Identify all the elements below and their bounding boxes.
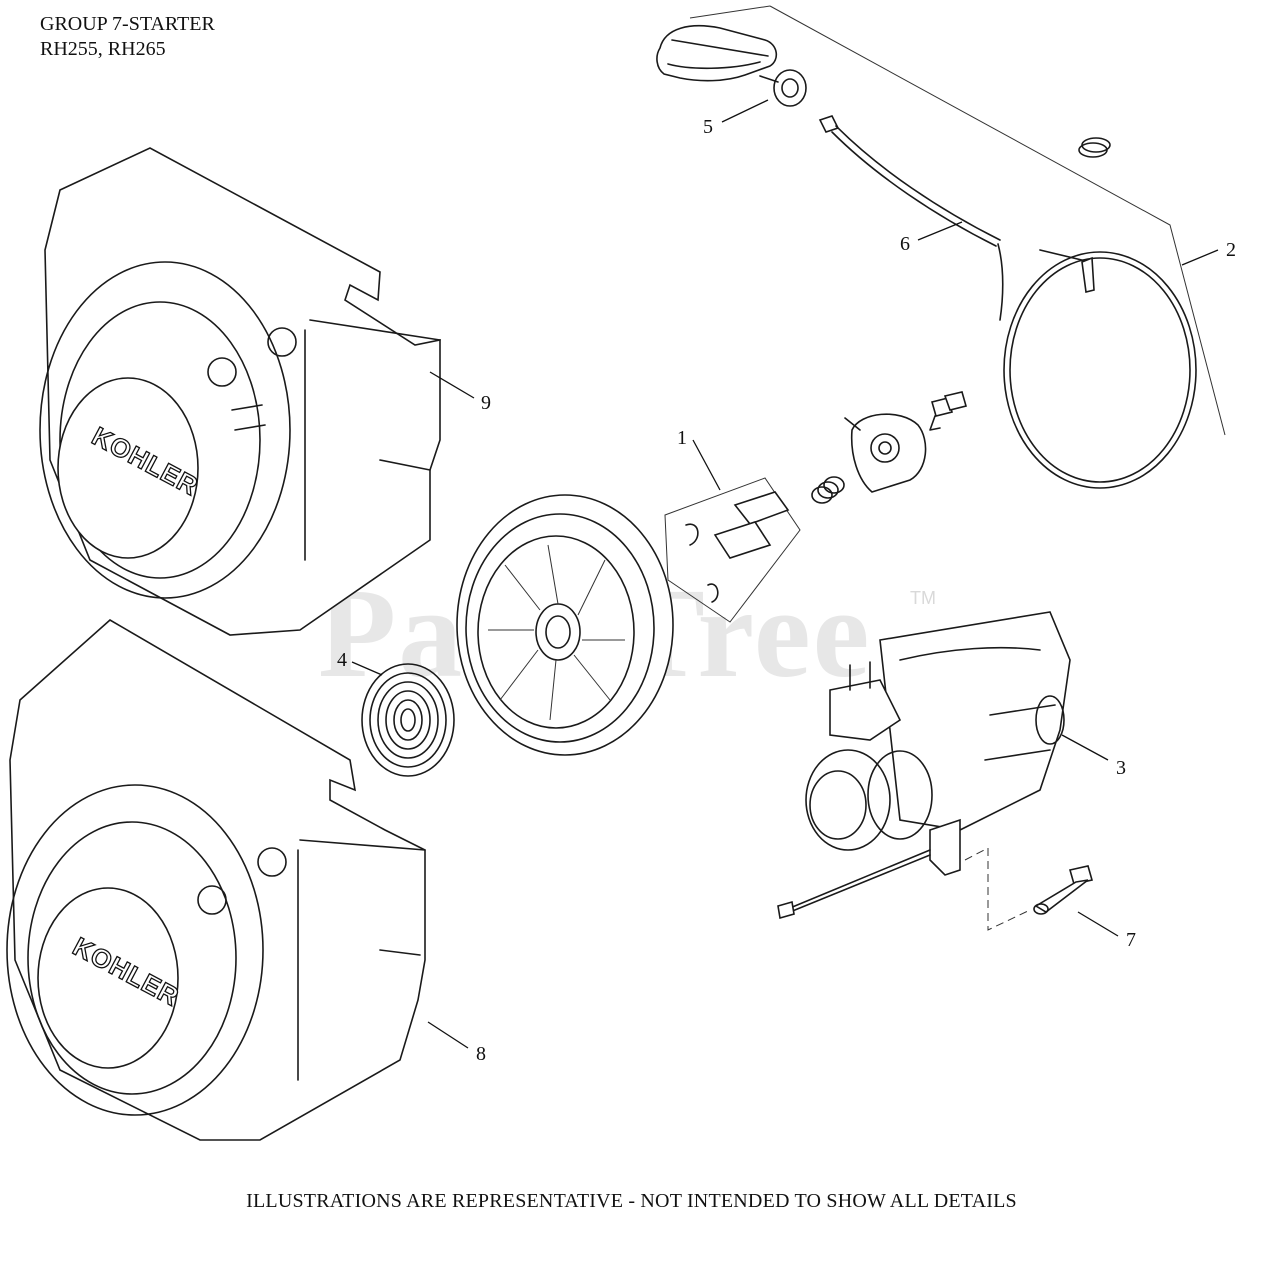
starter-pulley-art[interactable] <box>456 494 674 756</box>
disclaimer-footer: ILLUSTRATIONS ARE REPRESENTATIVE - NOT I… <box>246 1190 1017 1212</box>
callout-8[interactable]: 8 <box>476 1043 486 1065</box>
pawl-kit-art[interactable] <box>664 477 801 623</box>
callout-5[interactable]: 5 <box>703 116 713 138</box>
callout-1[interactable]: 1 <box>677 427 687 449</box>
starter-bolt-art[interactable] <box>1033 865 1094 915</box>
callout-2[interactable]: 2 <box>1226 239 1236 261</box>
callout-9[interactable]: 9 <box>481 392 491 414</box>
callout-leaders <box>351 99 1219 1049</box>
recoil-spring-art[interactable] <box>361 663 455 777</box>
blower-housing-lower-art[interactable]: KOHLER <box>6 619 426 1141</box>
shoulder-bolt[interactable] <box>929 391 967 431</box>
recoil-starter-assembly-outline <box>689 5 1226 436</box>
retainer-spring[interactable] <box>811 476 845 504</box>
starter-rope-art[interactable] <box>818 115 1004 321</box>
blower-housing-upper-art[interactable]: KOHLER <box>39 147 441 636</box>
washer-pair <box>1078 137 1111 158</box>
electric-starter-art[interactable] <box>777 611 1071 931</box>
callout-4[interactable]: 4 <box>337 649 347 671</box>
rope-coil-loop <box>1003 249 1197 489</box>
pawl-retainer-art[interactable] <box>844 413 927 493</box>
group-title: GROUP 7-STARTER <box>40 13 215 35</box>
callout-6[interactable]: 6 <box>900 233 910 255</box>
watermark-trademark: TM <box>910 588 936 608</box>
model-numbers: RH255, RH265 <box>40 38 166 60</box>
callout-3[interactable]: 3 <box>1116 757 1126 779</box>
callout-7[interactable]: 7 <box>1126 929 1136 951</box>
starter-handle-art[interactable] <box>656 25 807 107</box>
diagram-header: GROUP 7-STARTER RH255, RH265 <box>40 12 215 62</box>
